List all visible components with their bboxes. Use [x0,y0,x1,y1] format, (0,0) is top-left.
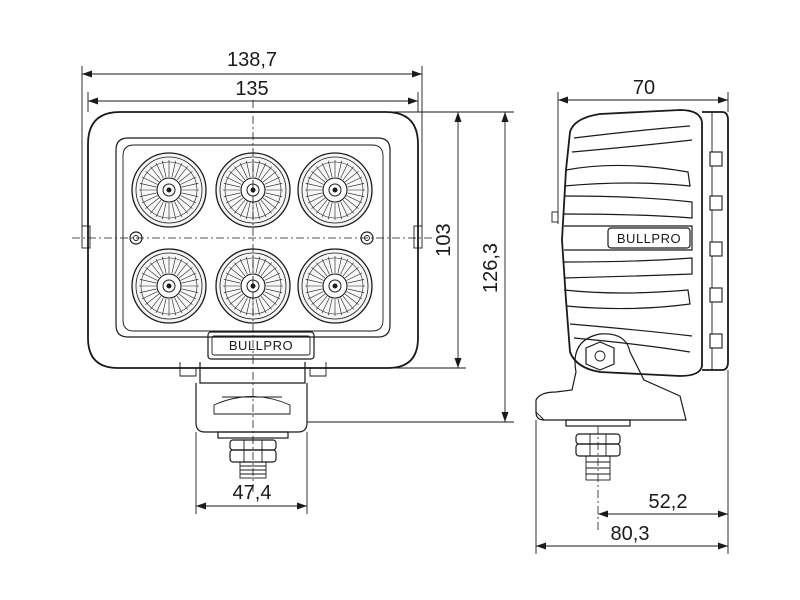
side-view: BULLPRO [535,77,729,554]
front-extension-lines [81,66,514,514]
front-housing [87,111,419,369]
led-array [131,152,373,324]
led-reflector [297,248,373,324]
front-logo-plate: BULLPRO [207,331,315,360]
dim-depth: 70 [558,77,728,104]
side-screw-small [551,211,559,223]
side-bracket [535,333,687,421]
led-reflector [131,248,207,324]
cooling-fins [563,125,693,353]
dim-mount-offset: 52,2 [598,491,728,518]
led-reflector [215,152,291,228]
side-logo-plate: BULLPRO [607,227,691,249]
led-reflector [131,152,207,228]
dim-bracket-width: 47,4 [196,482,307,510]
dim-mount-offset-label: 52,2 [649,491,688,513]
dim-housing-height-label: 103 [433,223,455,256]
bezel-slot [709,287,723,303]
bezel-slot [709,195,723,211]
dim-overall-depth: 80,3 [536,523,728,550]
dim-housing-width: 135 [88,78,418,105]
dim-depth-label: 70 [633,77,655,99]
side-screw-left [81,225,91,249]
dim-housing-width-label: 135 [235,78,268,100]
dim-overall-depth-label: 80,3 [611,523,650,545]
front-view: BULLPRO [72,49,514,514]
side-extension-lines [535,92,729,554]
bezel-slot [709,333,723,349]
bezel-slots [709,151,723,349]
dim-overall-width-label: 138,7 [227,49,277,71]
bezel-slot [709,241,723,257]
dim-housing-height: 103 [433,112,462,368]
dim-bracket-width-label: 47,4 [233,482,272,504]
dim-overall-height: 126,3 [480,112,509,422]
front-bracket [195,362,308,433]
bezel-slot [709,151,723,167]
led-reflector [215,248,291,324]
dim-overall-width: 138,7 [82,49,422,78]
led-reflector [297,152,373,228]
housing-feet [179,362,327,377]
front-logo-text: BULLPRO [229,338,293,353]
side-logo-text: BULLPRO [617,231,681,246]
dim-overall-height-label: 126,3 [480,243,502,293]
side-screw-right [413,225,423,249]
